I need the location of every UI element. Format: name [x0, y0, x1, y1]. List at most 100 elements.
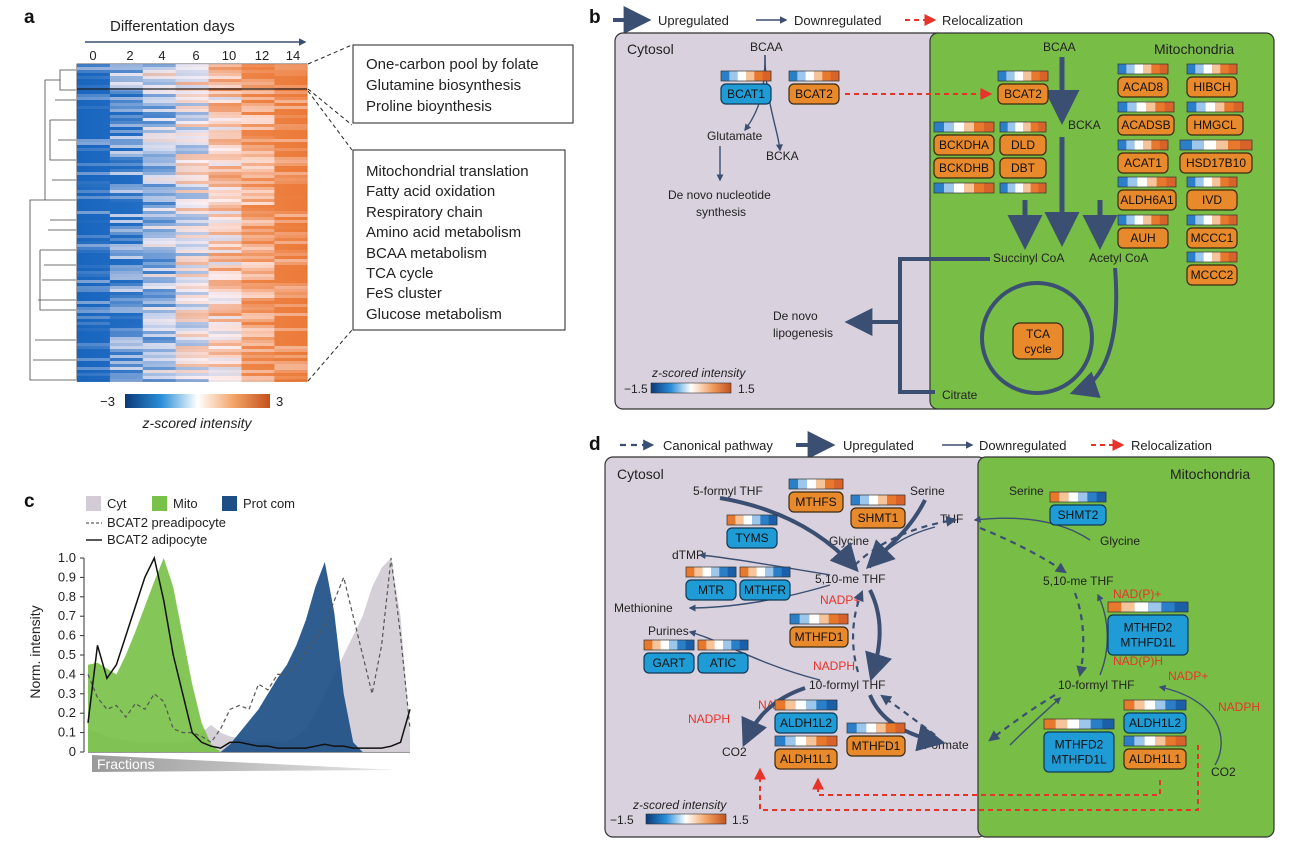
heat-strip-cell — [729, 71, 738, 81]
heatmap-cell — [274, 361, 308, 364]
heatmap-cell — [208, 196, 242, 199]
heatmap-cell — [241, 142, 275, 145]
heatmap-cell — [241, 148, 275, 151]
heatmap-cell — [77, 355, 110, 358]
heatmap-cell — [142, 232, 176, 235]
heatmap-cell — [208, 376, 242, 379]
enzyme-acat1: ACAT1 — [1117, 152, 1169, 174]
heatmap-cell — [208, 106, 242, 109]
heatmap-cell — [77, 271, 110, 274]
arrow-co2-m — [1158, 684, 1222, 766]
heatmap-cell — [142, 67, 176, 70]
heatmap-cell — [241, 250, 275, 253]
heat-strip-cell — [644, 640, 653, 650]
heat-strip-border — [1186, 251, 1238, 263]
heatmap-cell — [109, 259, 143, 262]
heat-strip-cell — [754, 71, 763, 81]
heatmap-cell — [109, 67, 143, 70]
heatmap-cell — [208, 187, 242, 190]
heatmap-cell — [142, 319, 176, 322]
heatmap-cell — [274, 373, 308, 376]
heatmap-cell — [175, 166, 209, 169]
heat-strip-cell — [1212, 252, 1221, 262]
heatmap-cell — [109, 160, 143, 163]
heatmap-cell — [77, 334, 110, 337]
enzyme-box — [643, 652, 695, 674]
enzyme-mtr: MTR — [685, 579, 737, 601]
heat-strip-cell — [1151, 140, 1160, 150]
heat-strip-cell — [1215, 102, 1225, 112]
heatmap-cell — [175, 208, 209, 211]
heatmap-cell — [241, 175, 275, 178]
heatmap-cell — [208, 91, 242, 94]
heatmap-cell — [274, 121, 308, 124]
heat-strip-cell — [998, 71, 1007, 81]
heatmap-cell — [77, 280, 110, 283]
heatmap-cell — [274, 250, 308, 253]
heatmap-cell — [208, 292, 242, 295]
heatmap-cell — [175, 361, 209, 364]
heatmap-cell — [274, 112, 308, 115]
heat-strip-cell — [851, 495, 861, 505]
heatmap-cell — [208, 172, 242, 175]
heat-strip-cell — [762, 71, 772, 81]
heatmap-cell — [208, 184, 242, 187]
heatmap-cell — [142, 283, 176, 286]
enzyme-ivd: IVD — [1186, 189, 1238, 211]
heat-strip-cell — [1143, 215, 1152, 225]
heatmap-cell — [142, 142, 176, 145]
heatmap-cell — [109, 151, 143, 154]
heat-strip-cell — [1175, 736, 1187, 746]
heatmap-cell — [241, 343, 275, 346]
heatmap-cell — [142, 190, 176, 193]
heatmap-cell — [109, 304, 143, 307]
enzyme-box — [1186, 227, 1238, 249]
heatmap-cell — [77, 193, 110, 196]
heatmap-cell — [241, 337, 275, 340]
heatmap-cell — [175, 259, 209, 262]
enzyme-box — [1179, 152, 1253, 174]
heatmap-cell — [175, 349, 209, 352]
heatmap-cell — [77, 223, 110, 226]
heatmap-cell — [77, 103, 110, 106]
heatmap-cell — [175, 322, 209, 325]
enzyme-label: ALDH1L1 — [1129, 752, 1181, 766]
heatmap-cell — [109, 307, 143, 310]
reloc-aldh1l-2 — [812, 777, 1161, 796]
heatmap-cell — [77, 133, 110, 136]
heatmap-cell — [142, 160, 176, 163]
heatmap-cell — [142, 310, 176, 313]
heat-strip-cell — [731, 640, 740, 650]
c-ytick-label: 0.4 — [58, 666, 76, 681]
enzyme-label: BCKDHA — [939, 138, 989, 152]
heatmap-cell — [208, 127, 242, 130]
scale-bar-b — [650, 382, 732, 394]
heat-strip-cell — [1228, 140, 1241, 150]
heatmap-cell — [109, 196, 143, 199]
cofactor-nadph-3: NAD(P)H — [1113, 654, 1163, 668]
heatmap-cell — [241, 178, 275, 181]
heatmap-cell — [142, 277, 176, 280]
metabolite-co2-m: CO2 — [1211, 765, 1236, 779]
heatmap-cell — [208, 217, 242, 220]
heatmap-cell — [175, 307, 209, 310]
heatmap-cell — [142, 337, 176, 340]
heatmap-cell — [77, 256, 110, 259]
heat-strip-cell — [740, 567, 749, 577]
heatmap-cell — [77, 316, 110, 319]
enzyme-box — [1117, 76, 1169, 98]
heat-strip-cell — [866, 723, 877, 733]
heatmap-cell — [175, 262, 209, 265]
heat-strip-cell — [964, 122, 975, 132]
heat-strip-cell — [1007, 183, 1016, 193]
heatmap-cell — [274, 367, 308, 370]
heatmap-cell — [208, 253, 242, 256]
heatmap-cell — [77, 265, 110, 268]
heat-strip-cell — [1220, 64, 1229, 74]
heatmap-cell — [109, 340, 143, 343]
heat-strip-cell — [765, 567, 774, 577]
heat-strip-cell — [1038, 122, 1047, 132]
heatmap-cell — [142, 124, 176, 127]
heatmap-cell — [274, 346, 308, 349]
